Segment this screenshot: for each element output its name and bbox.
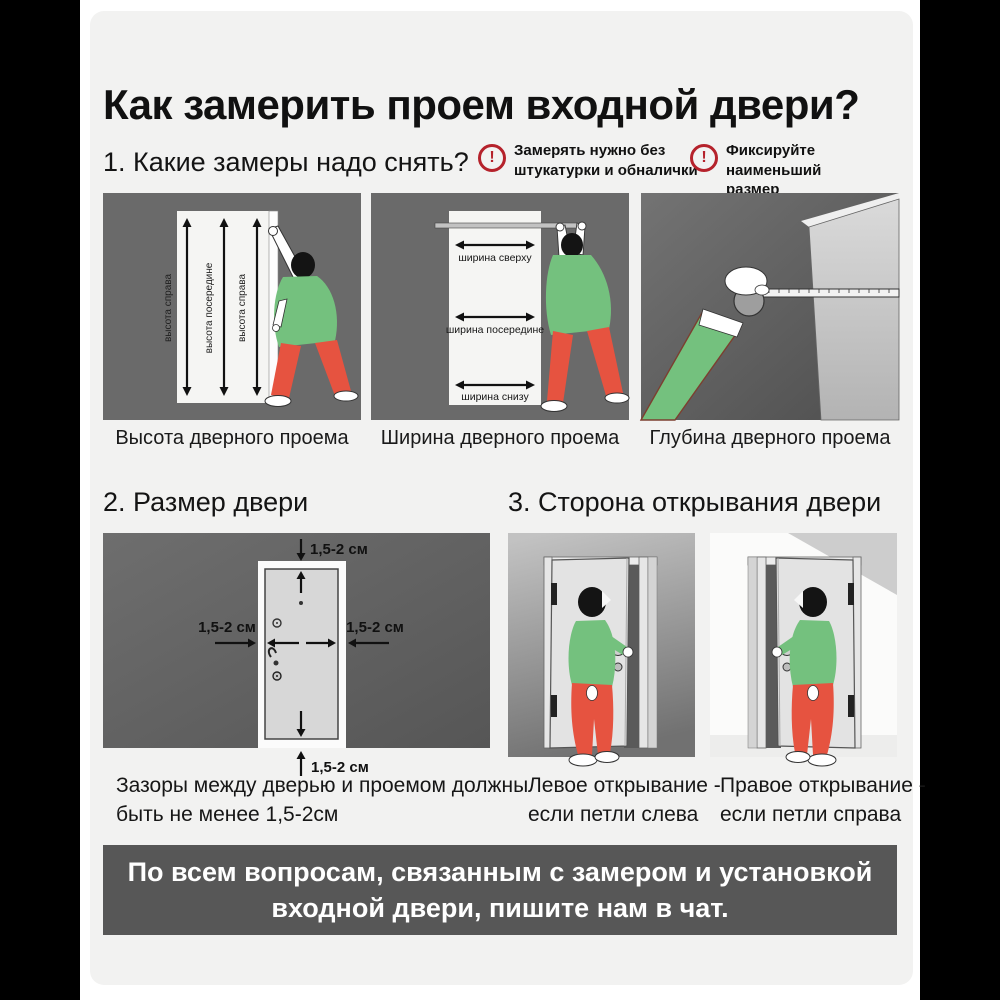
width-arrow-label-top: ширина сверху <box>458 252 532 264</box>
exclamation-circle-icon: ! <box>690 144 718 172</box>
gap-arrows <box>215 539 389 776</box>
width-arrow-label-bottom: ширина снизу <box>461 391 529 403</box>
height-arrow-label-left: высота справа <box>163 274 174 343</box>
depth-measure-illustration <box>639 193 900 421</box>
warning-note-plaster: ! Замерять нужно без штукатурки и обнали… <box>478 141 710 180</box>
height-measure-illustration: высота справа высота посередине высота с… <box>103 193 361 420</box>
height-arrows <box>182 218 262 396</box>
left-opening-panel <box>508 533 695 775</box>
width-measure-panel: ширина сверху ширина посередине ширина с… <box>371 193 630 420</box>
section1-heading: 1. Какие замеры надо снять? <box>103 147 469 177</box>
tape-measure <box>758 288 900 298</box>
hand-with-tape <box>639 266 770 421</box>
banner-line-2: входной двери, пишите нам в чат. <box>271 893 729 923</box>
left-opening-caption: Левое открывание - если петли слева <box>528 774 721 826</box>
depth-panel-caption: Глубина дверного проема <box>649 427 891 449</box>
gap-label-right: 1,5-2 см <box>346 619 404 636</box>
exclamation-circle-icon: ! <box>478 144 506 172</box>
width-arrow-label-middle: ширина посередине <box>446 324 544 336</box>
warning-text: Замерять нужно без штукатурки и обналичк… <box>514 142 698 179</box>
height-panel-caption: Высота дверного проема <box>115 427 349 449</box>
width-arrows <box>455 240 535 390</box>
gap-label-left: 1,5-2 см <box>198 619 256 636</box>
width-panel-caption: Ширина дверного проема <box>380 427 620 449</box>
page-title: Как замерить проем входной двери? <box>103 81 860 128</box>
depth-measure-panel <box>639 193 900 421</box>
right-opening-illustration <box>710 533 897 767</box>
left-black-bar <box>0 0 80 1000</box>
door-size-illustration: 1,5-2 см 1,5-2 см 1,5-2 см 1,5-2 см <box>103 533 490 776</box>
gap-label-top: 1,5-2 см <box>310 541 368 558</box>
measuring-person <box>540 221 630 412</box>
warning-text: Фиксируйте наименьший размер <box>726 142 822 198</box>
entrance-door <box>264 568 339 740</box>
width-measure-illustration: ширина сверху ширина посередине ширина с… <box>371 193 630 420</box>
right-black-bar <box>920 0 1000 1000</box>
section3-heading: 3. Сторона открывания двери <box>508 487 882 517</box>
contact-banner: По всем вопросам, связанным с замером и … <box>103 845 897 935</box>
section2-heading: 2. Размер двери <box>103 487 309 517</box>
door-size-caption: Зазоры между дверью и проемом должны быт… <box>116 774 529 826</box>
infographic-card: Как замерить проем входной двери? 1. Как… <box>90 11 926 985</box>
right-opening-caption: Правое открывание - если петли справа <box>720 774 926 826</box>
banner-line-1: По всем вопросам, связанным с замером и … <box>127 857 873 887</box>
height-arrow-label-right: высота справа <box>237 274 248 343</box>
measuring-person <box>264 225 359 407</box>
left-opening-illustration <box>508 533 695 767</box>
warning-note-smallest-size: ! Фиксируйте наименьший размер <box>690 141 902 200</box>
door-size-panel: 1,5-2 см 1,5-2 см 1,5-2 см 1,5-2 см <box>103 533 490 778</box>
right-opening-panel <box>710 533 897 775</box>
height-arrow-label-middle: высота посередине <box>204 262 215 353</box>
height-measure-panel: высота справа высота посередине высота с… <box>103 193 361 420</box>
gap-label-bottom: 1,5-2 см <box>311 759 369 776</box>
